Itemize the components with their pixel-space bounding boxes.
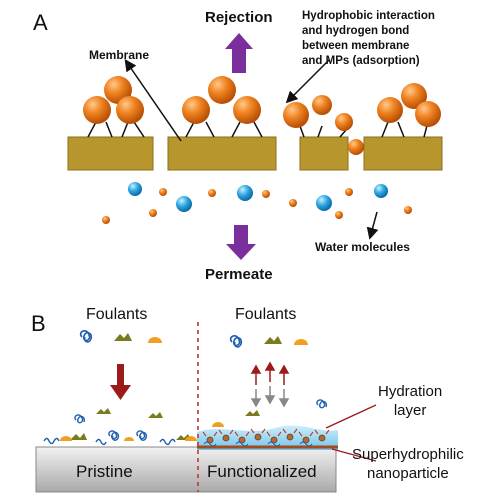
water-molecules [128,182,388,212]
microplastic-particle [283,102,309,128]
permeate-label: Permeate [205,266,273,283]
water-molecule [237,185,253,201]
membrane-substrate [35,446,337,493]
pointer-arrows [124,59,379,240]
floating-foulants-right [212,335,328,427]
hydration-layer-label: Hydration layer [378,382,442,420]
microplastic-particle [83,96,111,124]
repulsion-arrows [250,361,290,408]
label-pointers-b [325,404,377,462]
microplastic-particle [233,96,261,124]
membrane-label: Membrane [89,48,150,62]
microplastic-particle [102,216,110,224]
microplastic-particle [345,188,353,196]
interaction-line-4: and MPs (adsorption) [302,55,420,67]
superhydrophilic-nanoparticles [197,428,338,449]
microplastic-particle [182,96,210,124]
microplastic-particle [208,189,216,197]
water-molecules-label: Water molecules [315,240,410,254]
water-molecule [128,182,142,196]
membrane-slab [167,136,277,171]
hydration-line-1: Hydration [378,383,443,400]
membrane-slab [299,136,349,171]
water-pointer [366,211,379,240]
pristine-label: Pristine [76,462,133,481]
water-molecule [374,184,388,198]
nanoparticle-pointer [331,448,377,462]
microplastic-particle [289,199,297,207]
foulants-right-label: Foulants [235,306,297,323]
panel-letter-b: B [31,311,46,336]
microplastic-particle [116,96,144,124]
rejection-label: Rejection [205,9,273,26]
adsorption-bonds [87,121,429,138]
microplastic-particle [348,139,364,155]
microplastic-particle [377,97,403,123]
panel-letter-a: A [33,10,48,35]
microplastic-particle [335,211,343,219]
microplastic-particle [404,206,412,214]
membrane-pointer [124,59,182,142]
hydration-line-2: layer [393,402,427,419]
microplastic-particle [149,209,157,217]
microplastic-particle [335,113,353,131]
microplastic-particle [415,101,441,127]
microplastic-particle [159,188,167,196]
nanoparticle-label: Superhydrophilic nanoparticle [352,445,464,483]
rejection-arrow [225,33,253,73]
functionalized-label: Functionalized [207,462,317,481]
nanoparticle-line-2: nanoparticle [367,465,449,482]
membrane-slab [363,136,443,171]
microplastics [83,76,441,224]
water-molecule [176,196,192,212]
interaction-line-1: Hydrophobic interaction [302,10,435,22]
membrane-slab [67,136,154,171]
deposited-foulants [43,408,197,446]
microplastic-particle [401,83,427,109]
microplastic-particle [208,76,236,104]
water-molecule [316,195,332,211]
interaction-label: Hydrophobic interaction and hydrogen bon… [302,9,435,69]
nanoparticle-line-1: Superhydrophilic [352,446,464,463]
interaction-line-3: between membrane [302,40,410,52]
interaction-line-2: and hydrogen bond [302,25,410,37]
membrane-slabs [67,136,443,171]
microplastic-particle [312,95,332,115]
fouling-arrow [110,364,131,400]
hydration-pointer [325,404,377,429]
microplastic-particle [262,190,270,198]
foulants-left-label: Foulants [86,306,148,323]
interaction-pointer [285,59,330,104]
permeate-arrow [226,225,256,260]
floating-foulants-left [79,330,162,343]
